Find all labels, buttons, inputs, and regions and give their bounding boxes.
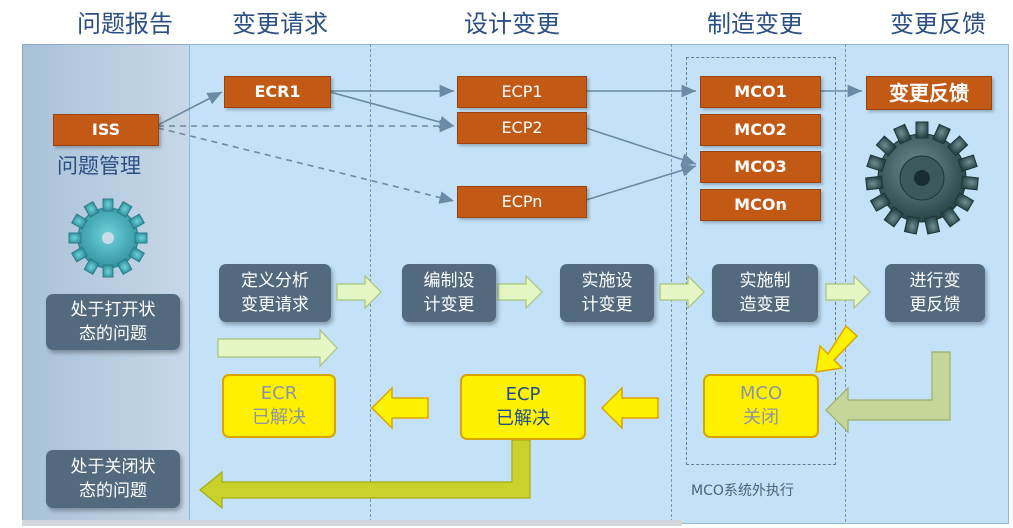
mco-box: MCO2 — [700, 114, 821, 146]
mco-closed-label: MCO 关闭 — [739, 383, 783, 428]
ecp-resolved-label: ECP 已解决 — [496, 384, 550, 429]
step-compile-design-change: 编制设 计变更 — [402, 264, 496, 322]
header-issue-report: 问题报告 — [77, 10, 173, 38]
mco-closed-status: MCO 关闭 — [703, 374, 819, 438]
step-implement-mfg-label: 实施制 造变更 — [739, 271, 791, 315]
step-implement-design-label: 实施设 计变更 — [581, 271, 633, 315]
ecp-resolved-status: ECP 已解决 — [460, 374, 586, 440]
step-change-feedback: 进行变 更反馈 — [885, 264, 985, 322]
column-divider — [845, 44, 846, 522]
ecr-resolved-status: ECR 已解决 — [222, 374, 336, 438]
bottom-divider — [22, 520, 682, 526]
header-design-change: 设计变更 — [464, 10, 560, 38]
header-manufacturing-change: 制造变更 — [707, 10, 803, 38]
mco-box: MCO3 — [700, 151, 821, 183]
mco-box: MCOn — [700, 189, 821, 221]
step-feedback-label: 进行变 更反馈 — [909, 271, 961, 315]
iss-box: ISS — [53, 114, 159, 146]
ecr-resolved-label: ECR 已解决 — [252, 383, 306, 428]
step-define-label: 定义分析 变更请求 — [241, 271, 309, 315]
ecp-box: ECP1 — [457, 76, 587, 108]
step-open-issue: 处于打开状 态的问题 — [46, 294, 180, 350]
step-implement-design-change: 实施设 计变更 — [560, 264, 654, 322]
ecr-box: ECR1 — [224, 76, 331, 108]
change-feedback-box: 变更反馈 — [866, 76, 992, 110]
issue-management-label: 问题管理 — [57, 154, 141, 178]
column-divider — [671, 44, 672, 522]
header-change-request: 变更请求 — [232, 10, 328, 38]
step-closed-issue: 处于关闭状 态的问题 — [46, 450, 180, 508]
step-closed-issue-label: 处于关闭状 态的问题 — [70, 457, 156, 501]
mco-external-note: MCO系统外执行 — [691, 483, 794, 499]
ecp-box: ECP2 — [457, 112, 587, 144]
header-change-feedback: 变更反馈 — [890, 10, 986, 38]
ecp-box: ECPn — [457, 186, 587, 218]
mco-box: MCO1 — [700, 76, 821, 108]
gear-icon — [68, 198, 148, 278]
mco-external-group — [686, 57, 836, 465]
step-compile-label: 编制设 计变更 — [423, 271, 475, 315]
step-open-issue-label: 处于打开状 态的问题 — [70, 300, 156, 344]
step-implement-manufacturing-change: 实施制 造变更 — [712, 264, 818, 322]
gear-icon — [865, 121, 979, 235]
step-define-change-request: 定义分析 变更请求 — [219, 264, 331, 322]
